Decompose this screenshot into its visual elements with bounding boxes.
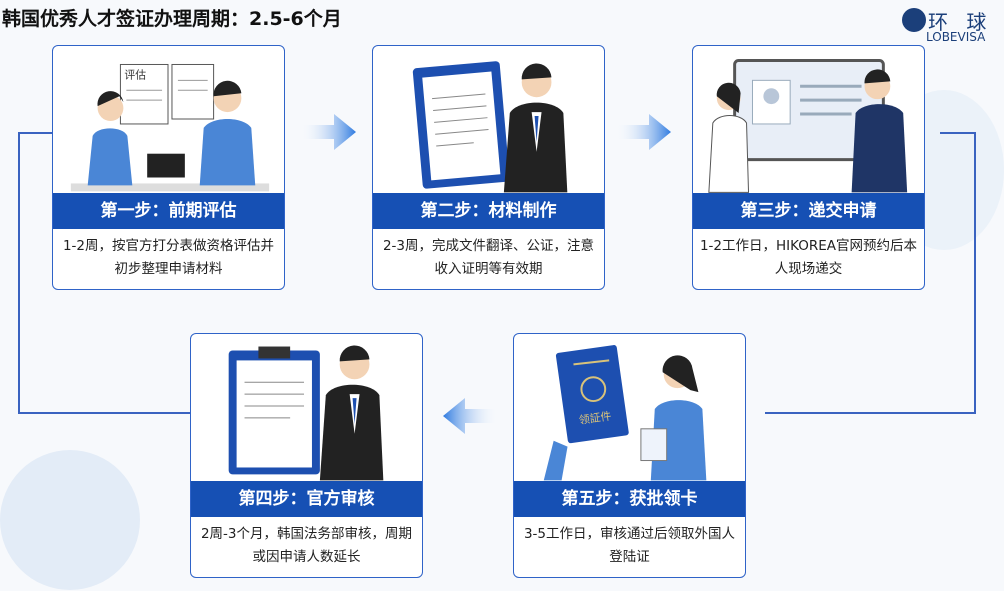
step-description: 3-5工作日，审核通过后领取外国人登陆证: [523, 526, 736, 565]
consultation-illustration: 评估: [70, 63, 270, 192]
logo-en: LOBEVISA: [926, 30, 986, 44]
step-title: 第二步：材料制作: [373, 193, 604, 229]
connector-line: [18, 412, 190, 414]
connector-line: [974, 132, 976, 414]
connector-line: [940, 132, 976, 134]
bg-decoration: [0, 450, 140, 590]
arrow-right-icon: [300, 114, 356, 150]
globe-icon: [902, 8, 926, 32]
step-card-2: 第二步：材料制作 2-3周，完成文件翻译、公证，注意收入证明等有效期: [372, 45, 605, 290]
card-collection-illustration: 领証件: [543, 345, 707, 481]
step-description: 2-3周，完成文件翻译、公证，注意收入证明等有效期: [382, 238, 595, 277]
connector-line: [765, 412, 976, 414]
paper-label: 评估: [124, 68, 146, 81]
step-description: 1-2工作日，HIKOREA官网预约后本人现场递交: [699, 238, 918, 277]
step-card-3: 第三步：递交申请 1-2工作日，HIKOREA官网预约后本人现场递交: [692, 45, 925, 290]
brand-logo: 环 球 LOBEVISA: [902, 6, 1002, 46]
arrow-right-icon: [615, 114, 671, 150]
step-description: 2周-3个月，韩国法务部审核，周期或因申请人数延长: [200, 526, 413, 565]
step-title: 第一步：前期评估: [53, 193, 284, 229]
review-illustration: [228, 345, 384, 481]
connector-line: [18, 132, 53, 134]
step-description: 1-2周，按官方打分表做资格评估并初步整理申请材料: [62, 238, 275, 277]
arrow-left-icon: [443, 398, 499, 434]
document-preparation-illustration: [412, 61, 568, 193]
step-card-5: 领証件 第五步：获批领卡 3-5工作日，审核通过后领取外国人登陆证: [513, 333, 746, 578]
step-title: 第四步：官方审核: [191, 481, 422, 517]
step-card-4: 第四步：官方审核 2周-3个月，韩国法务部审核，周期或因申请人数延长: [190, 333, 423, 578]
logo-cn: 环 球: [928, 10, 993, 34]
step-title: 第五步：获批领卡: [514, 481, 745, 517]
page-title: 韩国优秀人才签证办理周期：2.5-6个月: [2, 8, 342, 30]
submission-illustration: [708, 59, 908, 193]
step-card-1: 评估 第一步：前期评估 1-2周，按官方打分表做资格评估并初步整理申请材料: [52, 45, 285, 290]
step-title: 第三步：递交申请: [693, 193, 924, 229]
connector-line: [18, 132, 20, 414]
book-label: 领証件: [578, 409, 612, 426]
